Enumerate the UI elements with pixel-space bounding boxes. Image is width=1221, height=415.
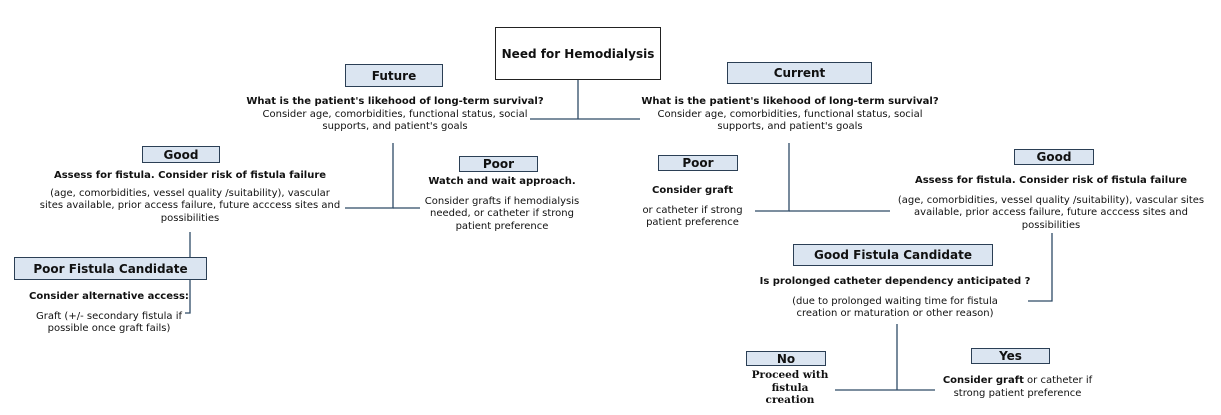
connector-current-good-candidate (1028, 233, 1053, 302)
root-box: Need for Hemodialysis (495, 27, 661, 80)
current-good-detail-1: (age, comorbidities, vessel quality /sui… (897, 194, 1205, 206)
future-poor-detail-2: needed, or catheter if strong (430, 208, 574, 219)
current-good-text: Assess for fistula. Consider risk of fis… (886, 175, 1216, 232)
root-label: Need for Hemodialysis (501, 46, 655, 61)
no-text: Proceed with fistula creation (740, 369, 840, 407)
future-poor-title: Watch and wait approach. (428, 176, 576, 187)
poor-candidate-detail-1: Graft (+/- secondary fistula if (35, 310, 183, 322)
good-candidate-box: Good Fistula Candidate (793, 244, 993, 266)
current-good-title: Assess for fistula. Consider risk of fis… (914, 175, 1188, 186)
current-poor-label: Poor (682, 156, 714, 170)
connector-current-poor (755, 143, 790, 212)
current-detail-1: Consider age, comorbidities, functional … (657, 108, 923, 120)
yes-title-rest: or catheter if (1023, 375, 1093, 386)
current-good-box: Good (1014, 149, 1094, 165)
current-question: What is the patient's likehood of long-t… (641, 96, 939, 107)
current-poor-detail-2: patient preference (646, 217, 739, 228)
current-good-detail-3: possibilities (1021, 219, 1081, 231)
yes-box: Yes (971, 348, 1050, 364)
good-candidate-text: Is prolonged catheter dependency anticip… (735, 276, 1055, 321)
current-label: Current (773, 66, 826, 80)
future-detail-1: Consider age, comorbidities, functional … (262, 108, 528, 120)
future-poor-box: Poor (459, 156, 538, 172)
yes-title-bold: Consider graft (942, 375, 1024, 386)
current-poor-detail-1: or catheter if strong (642, 204, 743, 216)
current-text: What is the patient's likehood of long-t… (630, 96, 950, 134)
good-candidate-detail-2: creation or maturation or other reason) (796, 308, 994, 319)
future-poor-text: Watch and wait approach. Consider grafts… (412, 176, 592, 233)
future-good-detail-3: possibilities (160, 212, 220, 224)
future-good-title: Assess for fistula. Consider risk of fis… (53, 170, 327, 181)
poor-candidate-detail-2: possible once graft fails) (47, 323, 171, 334)
current-good-label: Good (1036, 150, 1072, 164)
good-candidate-label: Good Fistula Candidate (814, 248, 972, 262)
connector-poorcandidate-graft (185, 280, 191, 314)
current-box: Current (727, 62, 872, 84)
future-text: What is the patient's likehood of long-t… (235, 96, 555, 134)
current-good-detail-2: available, prior access failure, future … (914, 207, 1188, 218)
future-box: Future (345, 64, 443, 87)
poor-candidate-box: Poor Fistula Candidate (14, 257, 207, 280)
no-label: No (776, 351, 796, 366)
poor-candidate-text: Consider alternative access: Graft (+/- … (14, 291, 204, 336)
current-poor-text: Consider graft or catheter if strong pat… (630, 185, 755, 230)
future-poor-detail-1: Consider grafts if hemodialysis (424, 195, 580, 207)
future-question: What is the patient's likehood of long-t… (246, 96, 544, 107)
yes-detail-1: strong patient preference (953, 387, 1082, 399)
no-line-1: Proceed with (751, 369, 829, 381)
future-good-detail-1: (age, comorbidities, vessel quality /sui… (50, 187, 330, 199)
future-good-label: Good (163, 147, 199, 162)
future-poor-detail-3: patient preference (455, 220, 549, 232)
future-good-detail-2: sites available, prior access failure, f… (39, 200, 341, 211)
good-candidate-question: Is prolonged catheter dependency anticip… (759, 276, 1031, 287)
current-detail-2: supports, and patient's goals (717, 121, 863, 132)
future-good-box: Good (142, 146, 220, 163)
current-poor-title: Consider graft (651, 185, 734, 196)
no-line-3: creation (765, 394, 815, 406)
good-candidate-detail-1: (due to prolonged waiting time for fistu… (792, 295, 998, 307)
future-label: Future (371, 68, 417, 83)
future-detail-2: supports, and patient's goals (322, 121, 468, 132)
no-line-2: fistula (771, 381, 809, 394)
yes-label: Yes (999, 349, 1022, 363)
yes-text: Consider graft or catheter if strong pat… (935, 375, 1100, 400)
future-poor-label: Poor (482, 157, 515, 171)
current-poor-box: Poor (658, 155, 738, 171)
no-box: No (746, 351, 826, 366)
poor-candidate-label: Poor Fistula Candidate (33, 261, 188, 276)
poor-candidate-title: Consider alternative access: (29, 291, 189, 302)
future-good-text: Assess for fistula. Consider risk of fis… (20, 170, 360, 225)
